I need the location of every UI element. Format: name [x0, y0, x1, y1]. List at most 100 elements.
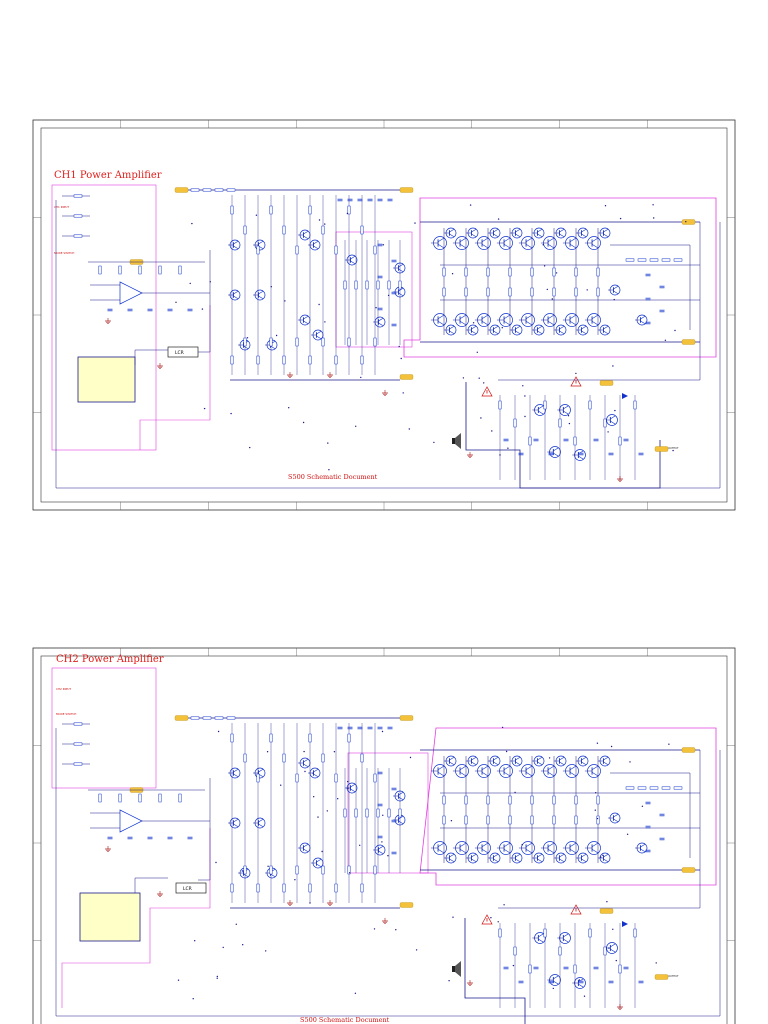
junction-dot	[241, 870, 244, 872]
capacitor	[357, 726, 363, 730]
power-module-box	[79, 892, 141, 942]
resistor	[308, 355, 312, 365]
resistor	[649, 258, 659, 262]
resistor	[552, 287, 556, 297]
transistor-collector	[316, 330, 322, 335]
junction-dot	[360, 376, 362, 379]
capacitor	[377, 803, 383, 807]
transistor-collector	[258, 818, 264, 823]
transistor-collector	[525, 765, 533, 770]
transistor-emitter	[581, 330, 587, 335]
transistor-collector	[378, 845, 384, 850]
capacitor	[107, 308, 113, 312]
transistor-icon	[298, 757, 311, 769]
resistor	[464, 267, 468, 277]
junction-dot	[235, 923, 237, 925]
resistor	[673, 258, 683, 262]
transistor-emitter	[515, 233, 521, 238]
resistor	[321, 865, 325, 875]
transistor-collector	[303, 315, 309, 320]
transistor-icon	[562, 313, 579, 327]
transistor-icon	[540, 313, 557, 327]
junction-dot	[555, 272, 558, 274]
transistor-collector	[481, 765, 489, 770]
transistor-emitter	[613, 290, 619, 295]
junction-dot	[595, 792, 597, 794]
transistor-icon	[298, 314, 311, 326]
resistor	[398, 808, 402, 818]
transistor-emitter	[578, 455, 584, 460]
transistor-emitter	[459, 244, 467, 249]
junction-dot	[612, 365, 614, 367]
resistor	[637, 786, 647, 790]
transistor-emitter	[569, 321, 577, 326]
warning-triangle-icon	[481, 386, 493, 397]
output-stage-zone	[403, 197, 717, 358]
transistor-collector	[493, 228, 499, 233]
capacitor	[347, 198, 353, 202]
junction-dot	[602, 854, 604, 856]
transistor-collector	[493, 325, 499, 330]
junction-dot	[415, 949, 418, 951]
capacitor	[659, 837, 665, 841]
resistor	[373, 245, 377, 255]
transistor-emitter	[233, 773, 239, 778]
transistor-emitter	[569, 772, 577, 777]
capacitor	[391, 323, 397, 327]
transistor-collector	[640, 315, 646, 320]
capacitor	[623, 966, 629, 970]
transistor-collector	[503, 765, 511, 770]
ground-symbol-icon	[327, 372, 333, 378]
capacitor	[127, 836, 133, 840]
junction-dot	[177, 979, 180, 981]
resistor	[530, 267, 534, 277]
transistor-icon	[562, 236, 579, 250]
sheet-title: CH1 Power Amplifier	[54, 170, 162, 181]
transistor-collector	[581, 325, 587, 330]
junction-dot	[610, 745, 613, 748]
resistor	[360, 355, 364, 365]
junction-dot	[685, 221, 687, 223]
transistor-emitter	[449, 858, 455, 863]
resistor	[376, 280, 380, 290]
capacitor	[518, 452, 524, 456]
speaker-icon	[452, 433, 461, 449]
capacitor	[367, 198, 373, 202]
net-label-tag	[174, 187, 189, 193]
transistor-icon	[532, 324, 545, 336]
transistor-emitter	[503, 244, 511, 249]
junction-dot	[614, 409, 616, 412]
resistor	[574, 267, 578, 277]
resistor	[661, 786, 671, 790]
transistor-collector	[503, 842, 511, 847]
junction-dot	[626, 833, 629, 835]
resistor	[633, 400, 637, 410]
transistor-icon	[298, 229, 311, 241]
transistor-emitter	[313, 245, 319, 250]
transistor-emitter	[398, 820, 404, 825]
transistor-emitter	[563, 410, 569, 415]
transistor-icon	[228, 817, 241, 829]
capacitor	[367, 726, 373, 730]
ground-symbol-icon	[157, 363, 163, 369]
transistor-collector	[569, 842, 577, 847]
transistor-emitter	[233, 823, 239, 828]
resistor	[178, 793, 182, 803]
resistor	[256, 773, 260, 783]
junction-dot	[586, 289, 588, 291]
resistor	[321, 225, 325, 235]
resistor	[574, 287, 578, 297]
junction-dot	[612, 928, 614, 930]
lcr-label: LCR	[183, 886, 192, 892]
resistor	[398, 280, 402, 290]
transistor-emitter	[493, 233, 499, 238]
junction-dot	[607, 431, 609, 433]
transistor-icon	[393, 262, 406, 274]
ground-symbol-icon	[467, 980, 473, 986]
resistor	[269, 205, 273, 215]
resistor	[673, 786, 683, 790]
transistor-icon	[444, 324, 457, 336]
capacitor	[638, 452, 644, 456]
transistor-emitter	[610, 420, 616, 425]
